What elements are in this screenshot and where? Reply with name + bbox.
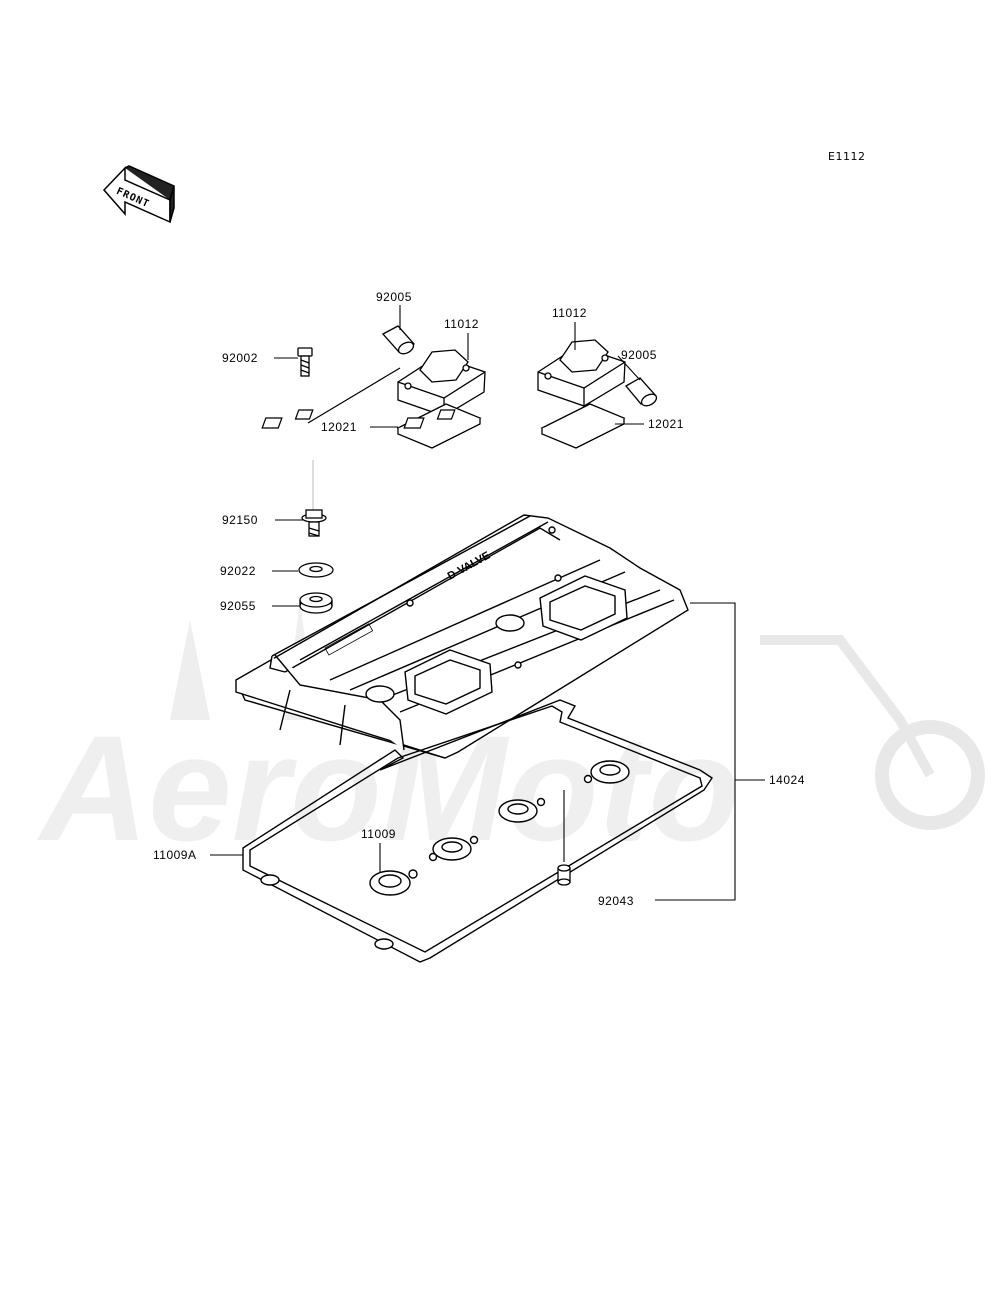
front-arrow-icon (102, 165, 175, 224)
pipe-92005-right (625, 377, 658, 407)
part-label-92005-left: 92005 (376, 290, 412, 304)
part-label-92150: 92150 (222, 513, 258, 527)
gasket-11009A (242, 699, 713, 963)
part-label-92022: 92022 (220, 564, 256, 578)
plate-12021-right (403, 403, 626, 449)
brand-logo-icon (324, 623, 374, 656)
part-label-92043: 92043 (598, 894, 634, 908)
bolt-92002 (297, 347, 313, 377)
part-label-11009: 11009 (361, 827, 396, 841)
leader-lines (210, 305, 765, 901)
grommet-92055 (299, 592, 333, 614)
bolt-92150 (301, 509, 327, 537)
diagram-ref-code: E1112 (828, 150, 866, 163)
washer-92022 (298, 562, 334, 578)
breather-cover-11012-right (537, 339, 626, 407)
part-label-14024: 14024 (769, 773, 805, 787)
part-label-11012-right: 11012 (552, 306, 587, 320)
part-label-11012-left: 11012 (444, 317, 479, 331)
breather-cover-11012-left (397, 349, 486, 417)
part-label-92005-right: 92005 (621, 348, 657, 362)
part-label-92055: 92055 (220, 599, 256, 613)
part-label-11009A: 11009A (153, 848, 197, 862)
part-label-92002: 92002 (222, 351, 258, 365)
dowel-92043 (557, 864, 571, 886)
cylinder-head-cover-14024 (235, 514, 689, 759)
part-label-12021-left: 12021 (321, 420, 357, 434)
pipe-92005-left (381, 325, 416, 355)
part-label-12021-right: 12021 (648, 417, 684, 431)
seal-11009-group (369, 760, 630, 896)
